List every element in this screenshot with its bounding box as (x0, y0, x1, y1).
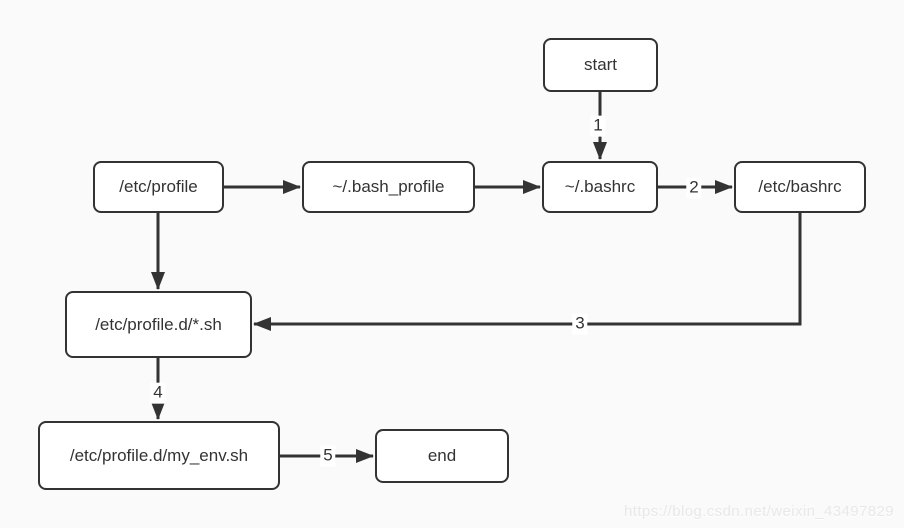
node-etc-bashrc: /etc/bashrc (734, 161, 866, 213)
node-profile-d-sh: /etc/profile.d/*.sh (65, 291, 252, 358)
edge-label-5: 5 (320, 445, 336, 467)
watermark: https://blog.csdn.net/weixin_43497829 (624, 503, 894, 520)
node-my-env-sh: /etc/profile.d/my_env.sh (38, 421, 280, 490)
node-bash-profile: ~/.bash_profile (302, 161, 475, 213)
node-bashrc: ~/.bashrc (542, 161, 658, 213)
edge-etcbashrc-to-profiled (253, 213, 802, 331)
node-start: start (543, 38, 658, 92)
edge-label-3: 3 (572, 313, 588, 335)
edge-label-4: 4 (150, 382, 166, 404)
edge-label-1: 1 (590, 115, 606, 137)
edge-label-2: 2 (686, 177, 702, 199)
node-end: end (375, 429, 509, 483)
node-etc-profile: /etc/profile (93, 161, 224, 213)
